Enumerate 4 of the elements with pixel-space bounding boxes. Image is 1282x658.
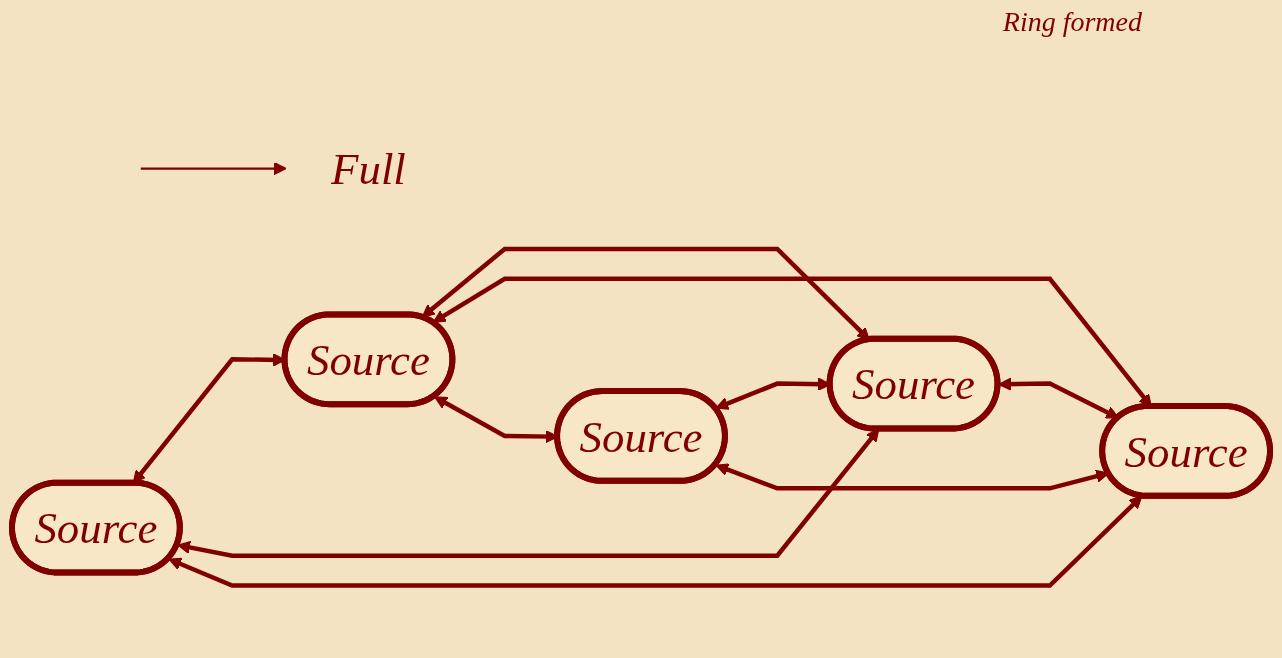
arrow — [140, 161, 287, 176]
node-text: Full — [331, 143, 406, 194]
note-text: Ring formed — [1002, 6, 1142, 38]
arrow — [168, 495, 1143, 588]
